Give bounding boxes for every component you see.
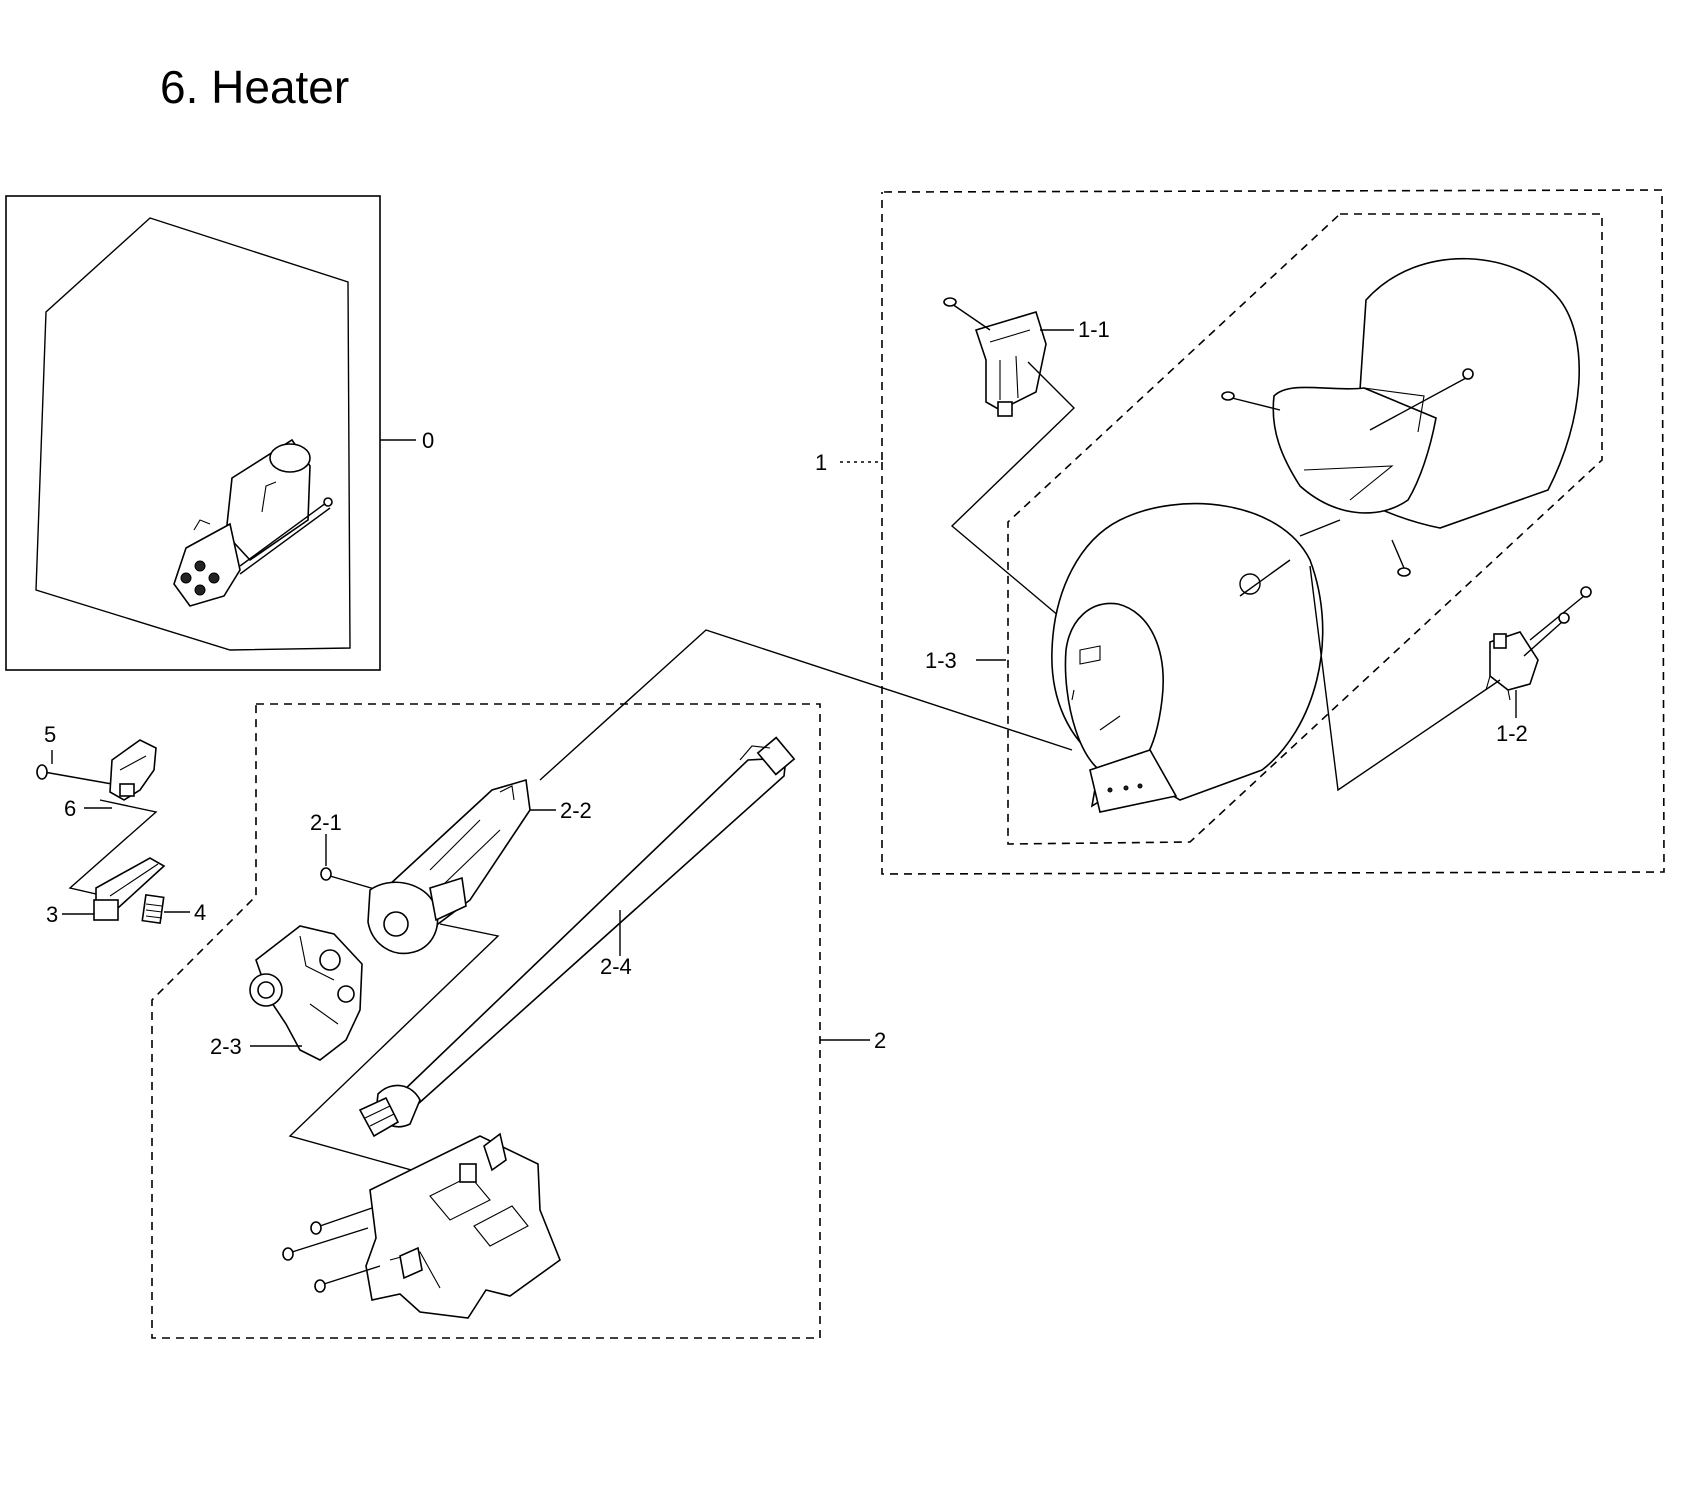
callout-2-4: 2-4	[600, 954, 632, 979]
group-0-assembly-box	[5, 195, 416, 671]
screw-part-2-1	[320, 834, 379, 891]
group-2-box	[151, 703, 870, 1339]
page-title: 6. Heater	[160, 61, 349, 113]
callout-6: 6	[64, 796, 76, 821]
callout-1: 1	[815, 450, 827, 475]
clip-part-6	[68, 739, 158, 895]
gas-valve-part-2-3	[249, 925, 363, 1061]
heater-housing-part-1-3	[976, 502, 1341, 813]
group-1-outer-box	[840, 189, 1665, 875]
callout-1-1: 1-1	[1078, 317, 1110, 342]
callout-3: 3	[46, 902, 58, 927]
filter-part-4	[141, 893, 190, 925]
callout-2-2: 2-2	[560, 798, 592, 823]
screw-1-2-b	[1523, 612, 1570, 657]
screw-cover-top	[1369, 368, 1474, 431]
thermostat-part-1-2	[1485, 586, 1592, 718]
callout-4: 4	[194, 900, 206, 925]
callout-2-1: 2-1	[310, 810, 342, 835]
screw-bracket-c	[314, 1265, 381, 1293]
burner-part-2-2	[367, 778, 556, 955]
screw-bracket-a	[310, 1207, 373, 1235]
heater-assembly-part	[173, 438, 333, 607]
callout-2-3: 2-3	[210, 1034, 242, 1059]
group-1-3-inner-box	[1007, 213, 1603, 845]
callout-1-3: 1-3	[925, 648, 957, 673]
screw-bracket-b	[282, 1227, 369, 1261]
screw-part-5	[36, 750, 113, 785]
callout-0: 0	[422, 428, 434, 453]
screw-cover-bottom	[1391, 539, 1411, 577]
bracket-part-1-1	[943, 297, 1074, 417]
callout-5: 5	[44, 722, 56, 747]
igniter-part-3	[62, 857, 166, 921]
callout-1-2: 1-2	[1496, 721, 1528, 746]
screw-cover-left	[1221, 391, 1281, 411]
mounting-bracket-part	[282, 1132, 561, 1319]
screw-1-2-a	[1529, 586, 1592, 641]
callout-2: 2	[874, 1028, 886, 1053]
heater-cover-upper	[1221, 257, 1580, 577]
screw-1-1	[943, 297, 991, 331]
gas-tube-part-2-4	[358, 736, 796, 1138]
